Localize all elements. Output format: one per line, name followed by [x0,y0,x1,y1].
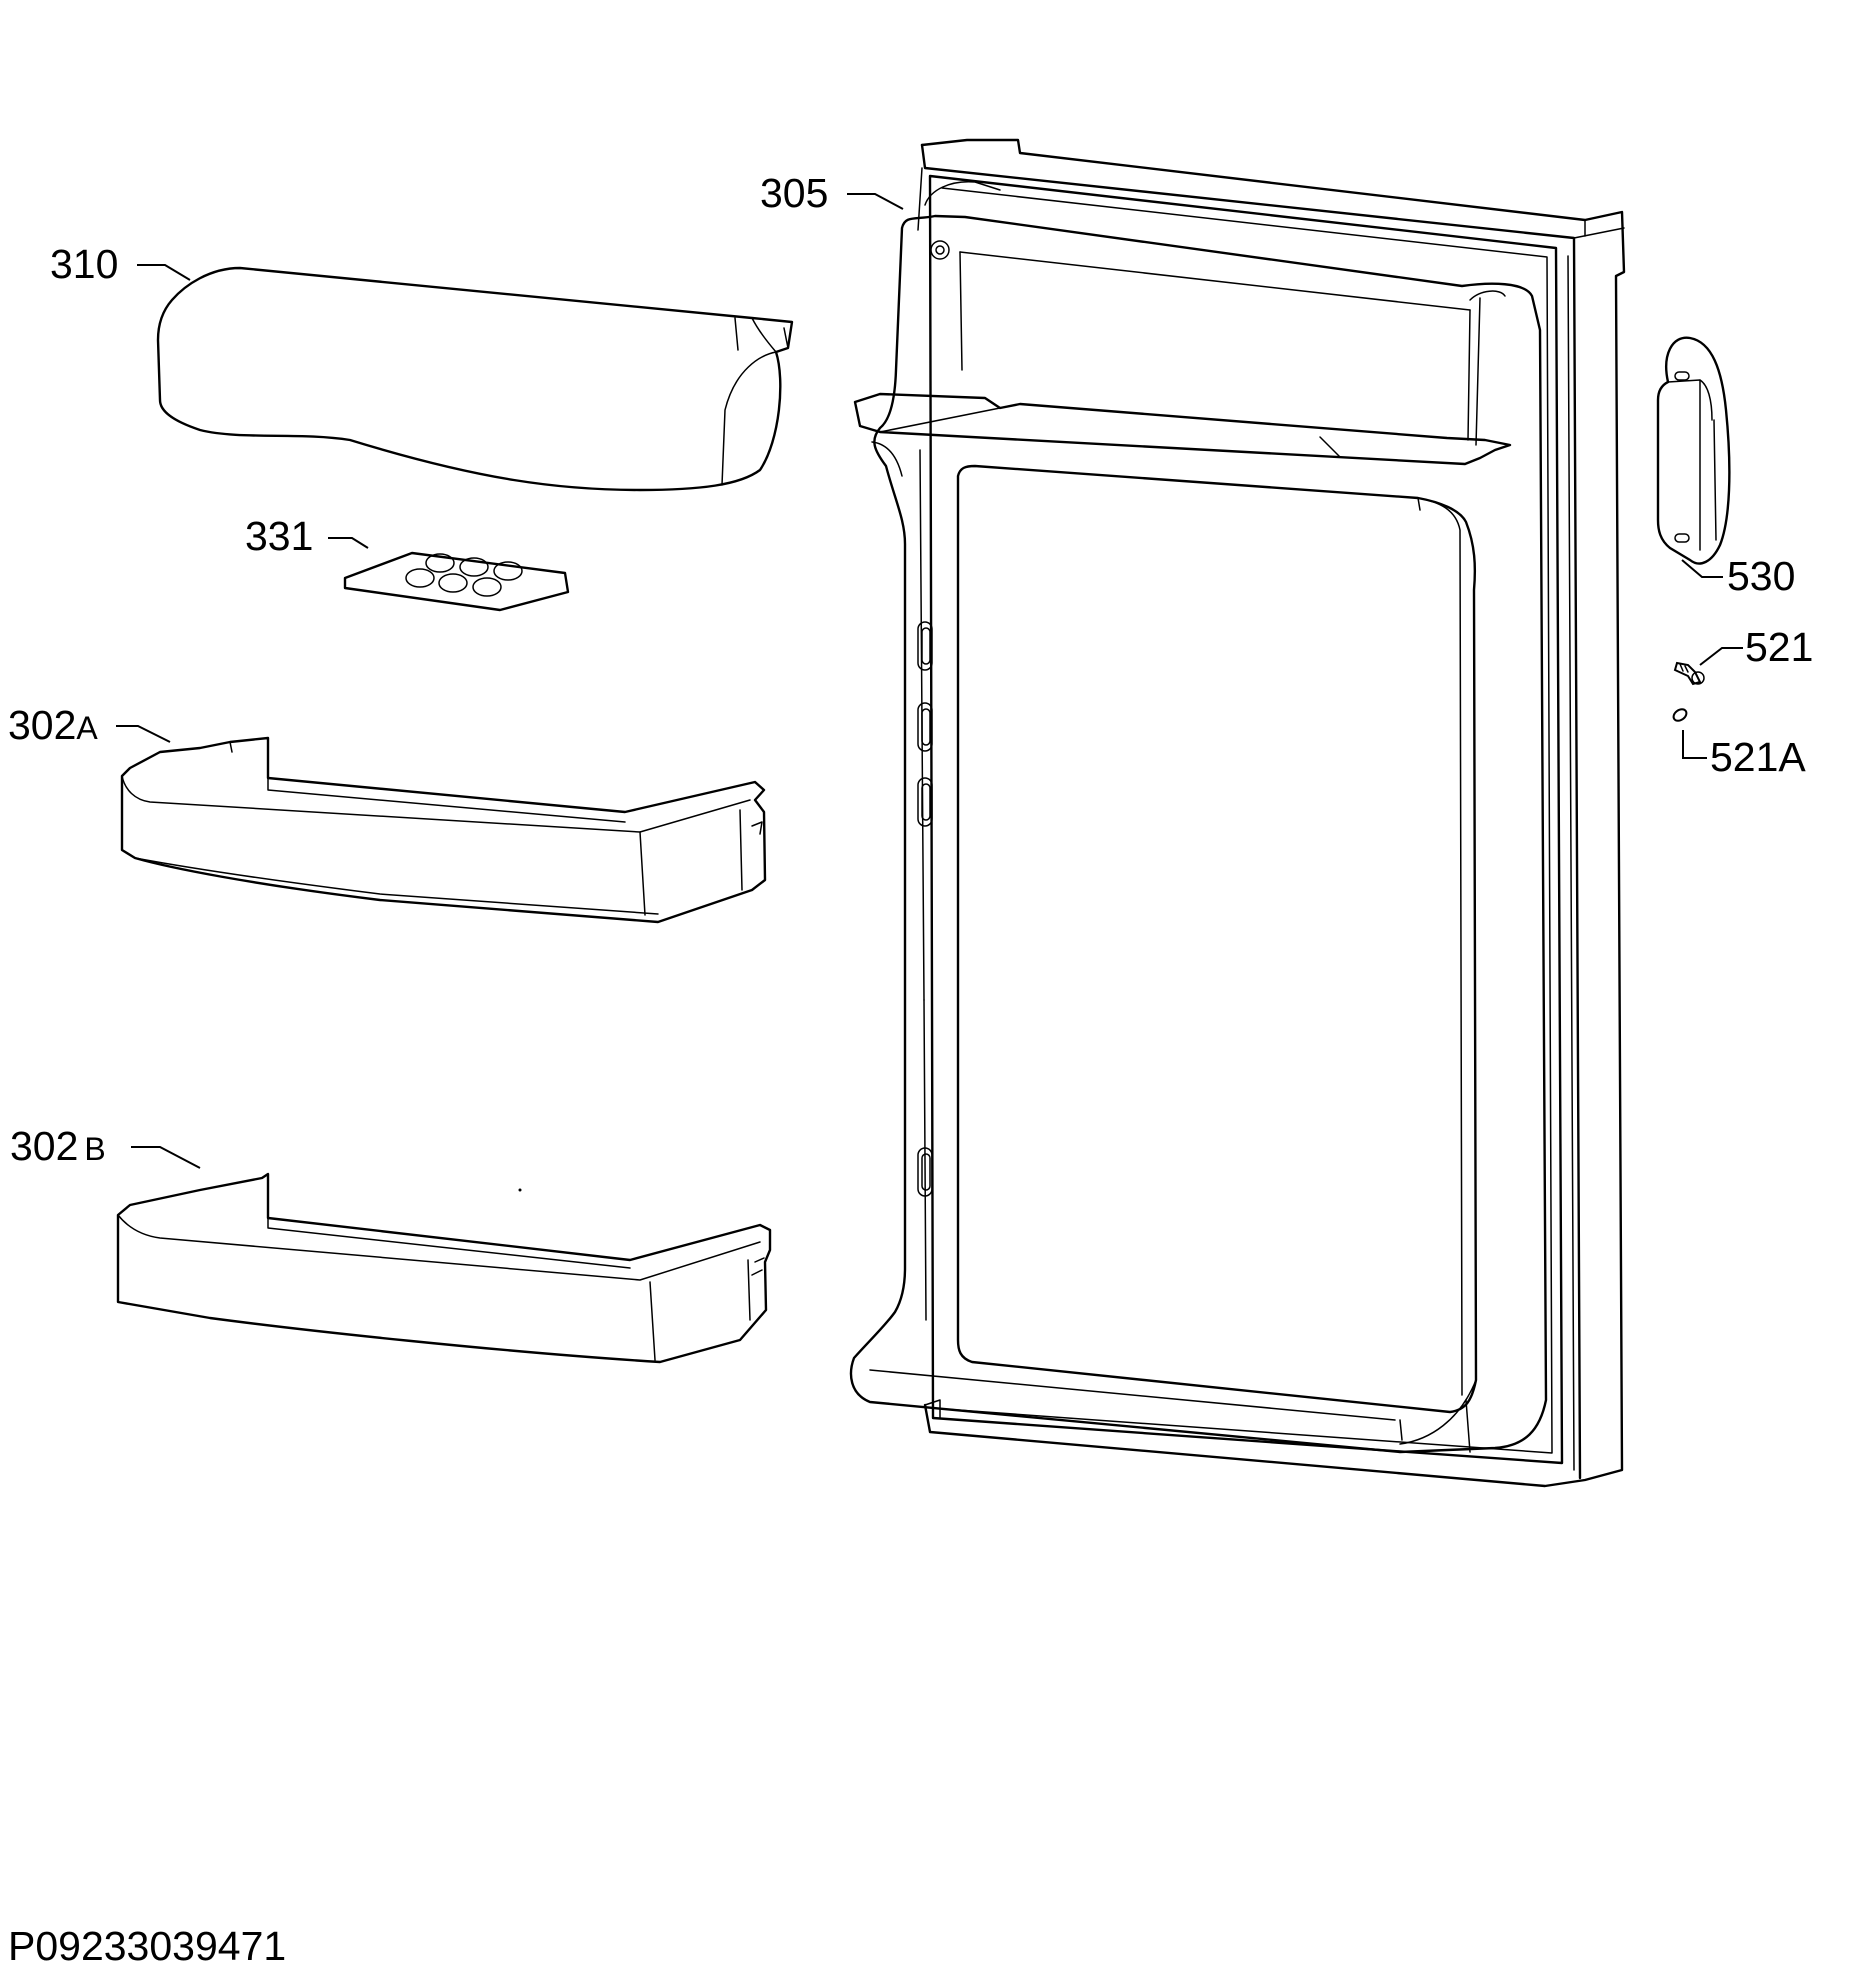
egg-tray [343,551,570,612]
door-shelf-302b [116,1172,772,1364]
label-331: 331 [245,513,313,559]
leader-lines [116,193,1743,1169]
door-shelf-302a [120,736,767,924]
label-521: 521 [1745,624,1813,670]
screw-cap [1672,708,1688,722]
label-521a: 521A [1710,734,1806,780]
door-assembly [849,138,1626,1488]
scan-speck [518,1188,522,1192]
door-rail-slots [917,621,933,1197]
label-310: 310 [50,241,118,287]
butter-compartment-lid [156,266,794,492]
door-handle [1656,336,1731,565]
drawing-code: P09233039471 [8,1923,286,1969]
label-302a: 302A [8,702,98,748]
label-530: 530 [1727,553,1795,599]
label-305: 305 [760,170,828,216]
screw [1673,661,1705,686]
